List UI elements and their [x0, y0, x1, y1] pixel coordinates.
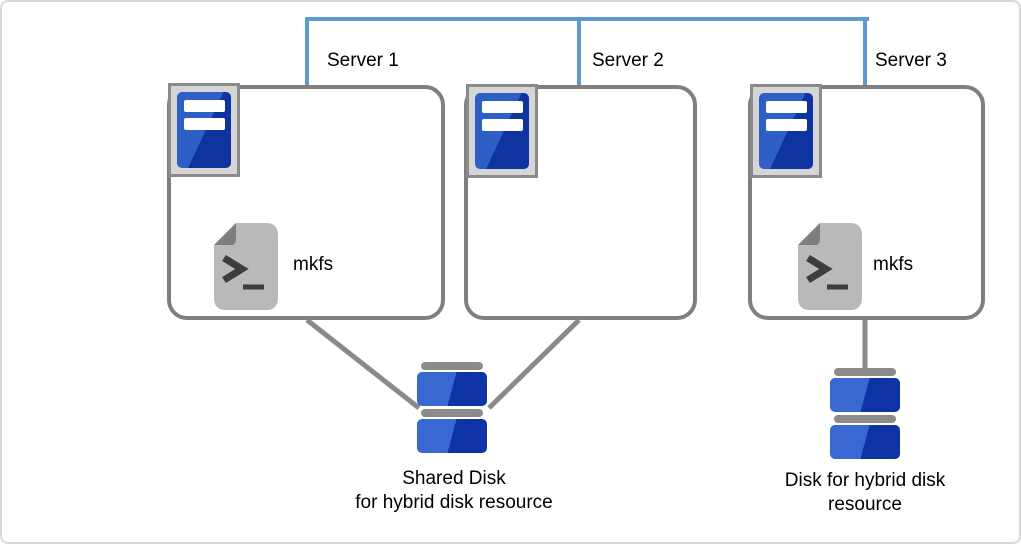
server-slat — [482, 119, 523, 131]
hybrid-disk-caption: Disk for hybrid disk resource — [735, 469, 995, 517]
disk-platter — [830, 378, 900, 412]
hybrid-disk-caption-line2: resource — [828, 494, 902, 515]
server-slat — [766, 101, 807, 113]
network-line-drop-server1 — [305, 17, 309, 87]
server-tower-icon — [168, 83, 240, 177]
disk-platter — [417, 419, 487, 453]
disk-cap — [421, 362, 483, 370]
server-slat — [766, 119, 807, 131]
disk-cap — [421, 409, 483, 417]
server-tower-icon — [466, 84, 538, 178]
network-line-horizontal — [305, 17, 869, 21]
server3-label: Server 3 — [875, 50, 947, 71]
connector-server2-shared-disk — [487, 318, 581, 410]
server-slat — [482, 101, 523, 113]
shared-disk-caption-line1: Shared Disk — [402, 468, 506, 489]
server-tower-body — [475, 93, 529, 169]
shared-disk-caption: Shared Disk for hybrid disk resource — [319, 467, 589, 515]
disk-cap — [834, 368, 896, 376]
disk-platter — [417, 372, 487, 406]
shared-disk-icon — [417, 362, 487, 456]
server-slat — [184, 118, 225, 130]
server-slat — [184, 100, 225, 112]
network-line-drop-server3 — [863, 17, 867, 87]
server-tower-icon — [750, 84, 822, 178]
script-file-icon — [214, 223, 278, 310]
shared-disk-caption-line2: for hybrid disk resource — [355, 492, 553, 513]
script-file-icon — [798, 223, 862, 310]
server1-mkfs-label: mkfs — [293, 254, 334, 275]
disk-platter — [830, 425, 900, 459]
server-tower-body — [177, 92, 231, 168]
server1-label: Server 1 — [327, 50, 399, 71]
hybrid-disk-caption-line1: Disk for hybrid disk — [784, 470, 946, 491]
server3-mkfs-label: mkfs — [873, 254, 914, 275]
network-line-drop-server2 — [577, 17, 581, 87]
disk-cap — [834, 415, 896, 423]
hybrid-disk-icon — [830, 368, 900, 462]
server-tower-body — [759, 93, 813, 169]
connector-server1-shared-disk — [305, 318, 421, 410]
server2-label: Server 2 — [592, 50, 664, 71]
